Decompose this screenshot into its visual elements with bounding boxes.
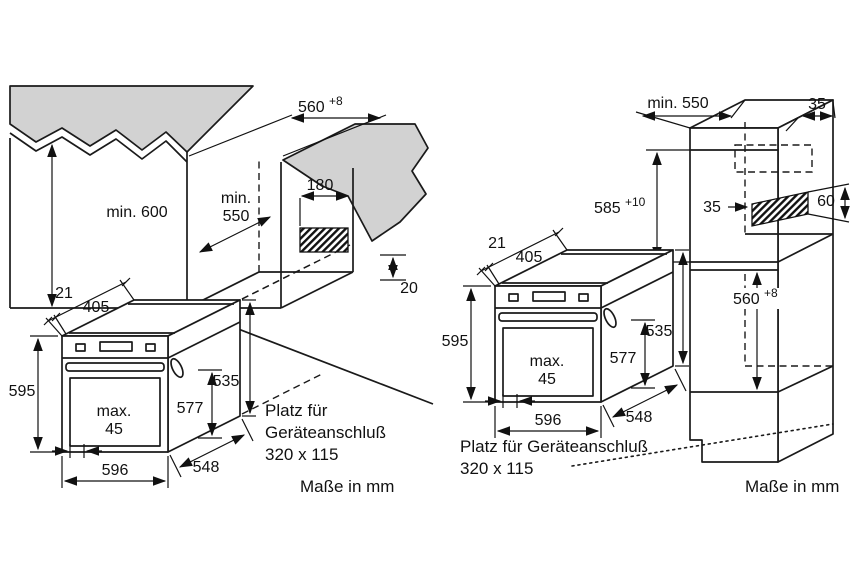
countertop-right-surface	[282, 123, 429, 242]
dim-35-top-label: 35	[808, 96, 826, 113]
countertop-left-underside	[9, 132, 188, 163]
dim-585-label: 585	[594, 200, 621, 217]
dim-560-right-label: 560	[733, 291, 760, 308]
dim-min550-right-label: min. 550	[647, 95, 708, 112]
right-note-line1: Platz für Geräteanschluß	[460, 437, 648, 456]
dim-min600-label: min. 600	[106, 204, 167, 221]
oven-right-instance	[442, 228, 689, 438]
dim-180-label: 180	[307, 177, 334, 194]
left-note-line1: Platz für	[265, 401, 328, 420]
left-note-line2: Geräteanschluß	[265, 423, 386, 442]
oven-left-instance	[9, 278, 256, 488]
countertop-left-surface	[9, 85, 254, 153]
dim-min550-label-2: 550	[223, 208, 250, 225]
cabinet-right-face	[777, 99, 834, 463]
dim-35-inner-label: 35	[703, 199, 721, 216]
connection-leader-line	[571, 423, 834, 467]
dim-560-right-sup-label: +8	[764, 286, 778, 300]
dim-560-sup-label: +8	[329, 94, 343, 108]
dim-60-label: 60	[817, 193, 835, 210]
dim-560-backplate	[729, 288, 785, 309]
left-dimension-lines	[47, 113, 406, 308]
right-units-label: Maße in mm	[745, 477, 839, 496]
connection-area-hatch	[299, 227, 349, 253]
left-units-label: Maße in mm	[300, 477, 394, 496]
dim-560-label: 560	[298, 99, 325, 116]
left-diagram: min. 600 min. 550 560 +8 180 20 Platz fü…	[9, 85, 434, 496]
dim-min550-label-1: min.	[221, 190, 251, 207]
right-note-line2: 320 x 115	[460, 459, 533, 478]
dim-20-label: 20	[400, 280, 418, 297]
left-note-line3: 320 x 115	[265, 445, 338, 464]
right-diagram: min. 550 35 585 +10 35 60 560 +8 Platz f…	[442, 95, 850, 496]
dim-585-sup-label: +10	[625, 195, 646, 209]
